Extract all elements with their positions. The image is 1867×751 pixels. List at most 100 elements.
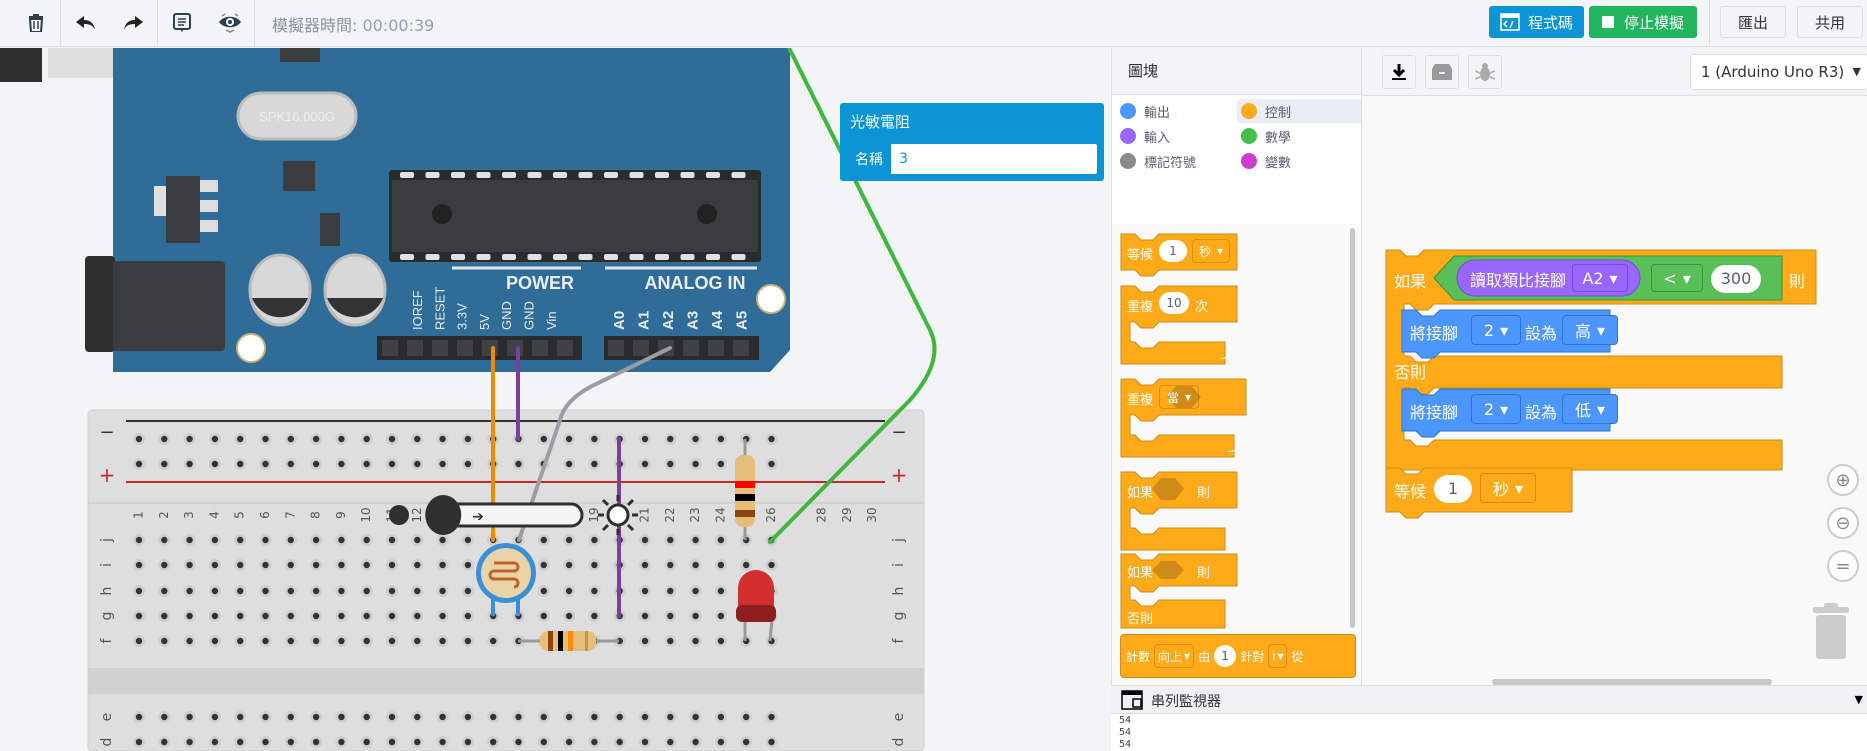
chevron-down-icon[interactable]: ▼	[1854, 693, 1863, 706]
breadboard-hole[interactable]	[414, 435, 421, 443]
workspace-scrollbar[interactable]	[1492, 679, 1772, 685]
breadboard-hole[interactable]	[338, 738, 345, 746]
breadboard-hole[interactable]	[743, 738, 750, 746]
breadboard-hole[interactable]	[135, 460, 143, 468]
breadboard-hole[interactable]	[768, 738, 775, 746]
breadboard-hole[interactable]	[743, 561, 750, 569]
breadboard-hole[interactable]	[287, 460, 294, 468]
breadboard-hole[interactable]	[312, 713, 320, 721]
wait-unit-dropdown[interactable]: 秒▾	[1192, 239, 1230, 263]
breadboard-hole[interactable]	[186, 536, 193, 544]
count-direction-dropdown[interactable]: 向上▾	[1154, 644, 1195, 668]
breadboard-hole[interactable]	[338, 612, 345, 620]
breadboard-hole[interactable]	[135, 612, 143, 620]
analog-pin-dropdown[interactable]: A2▾	[1572, 264, 1628, 292]
breadboard-hole[interactable]	[667, 637, 674, 645]
breadboard-hole[interactable]	[363, 536, 370, 544]
breadboard-hole[interactable]	[641, 738, 649, 746]
breadboard-hole[interactable]	[641, 587, 649, 595]
breadboard-hole[interactable]	[667, 713, 674, 721]
breadboard-hole[interactable]	[211, 435, 219, 443]
breadboard-hole[interactable]	[717, 587, 725, 595]
breadboard-hole[interactable]	[186, 561, 193, 569]
breadboard-hole[interactable]	[414, 561, 421, 569]
breadboard-hole[interactable]	[692, 713, 699, 721]
trash-icon[interactable]	[1811, 603, 1851, 659]
breadboard-hole[interactable]	[287, 536, 294, 544]
breadboard-hole[interactable]	[464, 612, 472, 620]
debug-icon[interactable]	[1468, 55, 1502, 89]
breadboard-hole[interactable]	[591, 587, 598, 595]
breadboard-hole[interactable]	[565, 713, 573, 721]
header-socket[interactable]	[633, 340, 649, 356]
breadboard-hole[interactable]	[388, 713, 396, 721]
visibility-icon[interactable]	[214, 8, 246, 38]
breadboard-hole[interactable]	[186, 587, 193, 595]
breadboard-hole[interactable]	[591, 561, 598, 569]
breadboard-hole[interactable]	[262, 637, 269, 645]
repeat-mode-dropdown[interactable]: 當▾	[1159, 385, 1199, 409]
breadboard-hole[interactable]	[338, 587, 345, 595]
breadboard-hole[interactable]	[591, 713, 598, 721]
breadboard-hole[interactable]	[161, 713, 168, 721]
breadboard-hole[interactable]	[186, 637, 193, 645]
breadboard-hole[interactable]	[262, 713, 269, 721]
breadboard-hole[interactable]	[186, 612, 193, 620]
pin-number-dropdown[interactable]: 2▾	[1471, 315, 1521, 345]
breadboard-hole[interactable]	[211, 713, 219, 721]
photoresistor[interactable]	[476, 543, 536, 616]
breadboard-hole[interactable]	[287, 738, 294, 746]
breadboard-hole[interactable]	[439, 587, 446, 595]
pin-state-dropdown[interactable]: 低▾	[1562, 394, 1618, 424]
category-variables[interactable]: 變數	[1237, 149, 1357, 173]
breadboard-hole[interactable]	[287, 637, 294, 645]
pin-state-dropdown[interactable]: 高▾	[1562, 315, 1618, 345]
breadboard-hole[interactable]	[692, 460, 699, 468]
palette-block-repeat-while[interactable]	[1120, 378, 1247, 458]
count-value-input[interactable]: 1	[1214, 645, 1237, 667]
breadboard-hole[interactable]	[161, 460, 168, 468]
category-notation[interactable]: 標記符號	[1116, 149, 1236, 173]
breadboard-hole[interactable]	[135, 435, 143, 443]
breadboard-hole[interactable]	[211, 612, 219, 620]
breadboard-hole[interactable]	[338, 536, 345, 544]
breadboard-hole[interactable]	[565, 536, 573, 544]
breadboard-hole[interactable]	[135, 738, 143, 746]
header-socket[interactable]	[432, 340, 448, 356]
breadboard-hole[interactable]	[540, 713, 547, 721]
red-led[interactable]	[736, 570, 776, 642]
breadboard-hole[interactable]	[211, 637, 219, 645]
breadboard-hole[interactable]	[363, 612, 370, 620]
palette-block-if[interactable]	[1120, 471, 1238, 551]
redo-icon[interactable]	[117, 8, 149, 38]
serial-monitor-header[interactable]: 串列監視器 ▼	[1111, 686, 1867, 714]
breadboard-hole[interactable]	[565, 460, 573, 468]
breadboard-hole[interactable]	[211, 738, 219, 746]
breadboard-hole[interactable]	[388, 738, 396, 746]
category-control[interactable]: 控制	[1237, 99, 1362, 123]
breadboard-hole[interactable]	[237, 435, 244, 443]
header-socket[interactable]	[482, 340, 498, 356]
breadboard-hole[interactable]	[237, 460, 244, 468]
breadboard-hole[interactable]	[768, 713, 775, 721]
category-input[interactable]: 輸入	[1116, 124, 1236, 148]
breadboard-hole[interactable]	[439, 561, 446, 569]
breadboard-hole[interactable]	[464, 460, 472, 468]
breadboard-hole[interactable]	[641, 460, 649, 468]
breadboard-hole[interactable]	[565, 561, 573, 569]
breadboard-hole[interactable]	[717, 713, 725, 721]
wait-value-input[interactable]: 1	[1434, 475, 1472, 503]
breadboard-hole[interactable]	[439, 637, 446, 645]
category-math[interactable]: 數學	[1237, 124, 1357, 148]
breadboard-hole[interactable]	[388, 561, 396, 569]
breadboard-hole[interactable]	[338, 713, 345, 721]
export-button[interactable]: 匯出	[1720, 6, 1786, 38]
breadboard-hole[interactable]	[287, 587, 294, 595]
breadboard-hole[interactable]	[464, 738, 472, 746]
breadboard-hole[interactable]	[186, 713, 193, 721]
breadboard-hole[interactable]	[439, 612, 446, 620]
breadboard-hole[interactable]	[237, 738, 244, 746]
breadboard-hole[interactable]	[211, 536, 219, 544]
breadboard-hole[interactable]	[414, 738, 421, 746]
